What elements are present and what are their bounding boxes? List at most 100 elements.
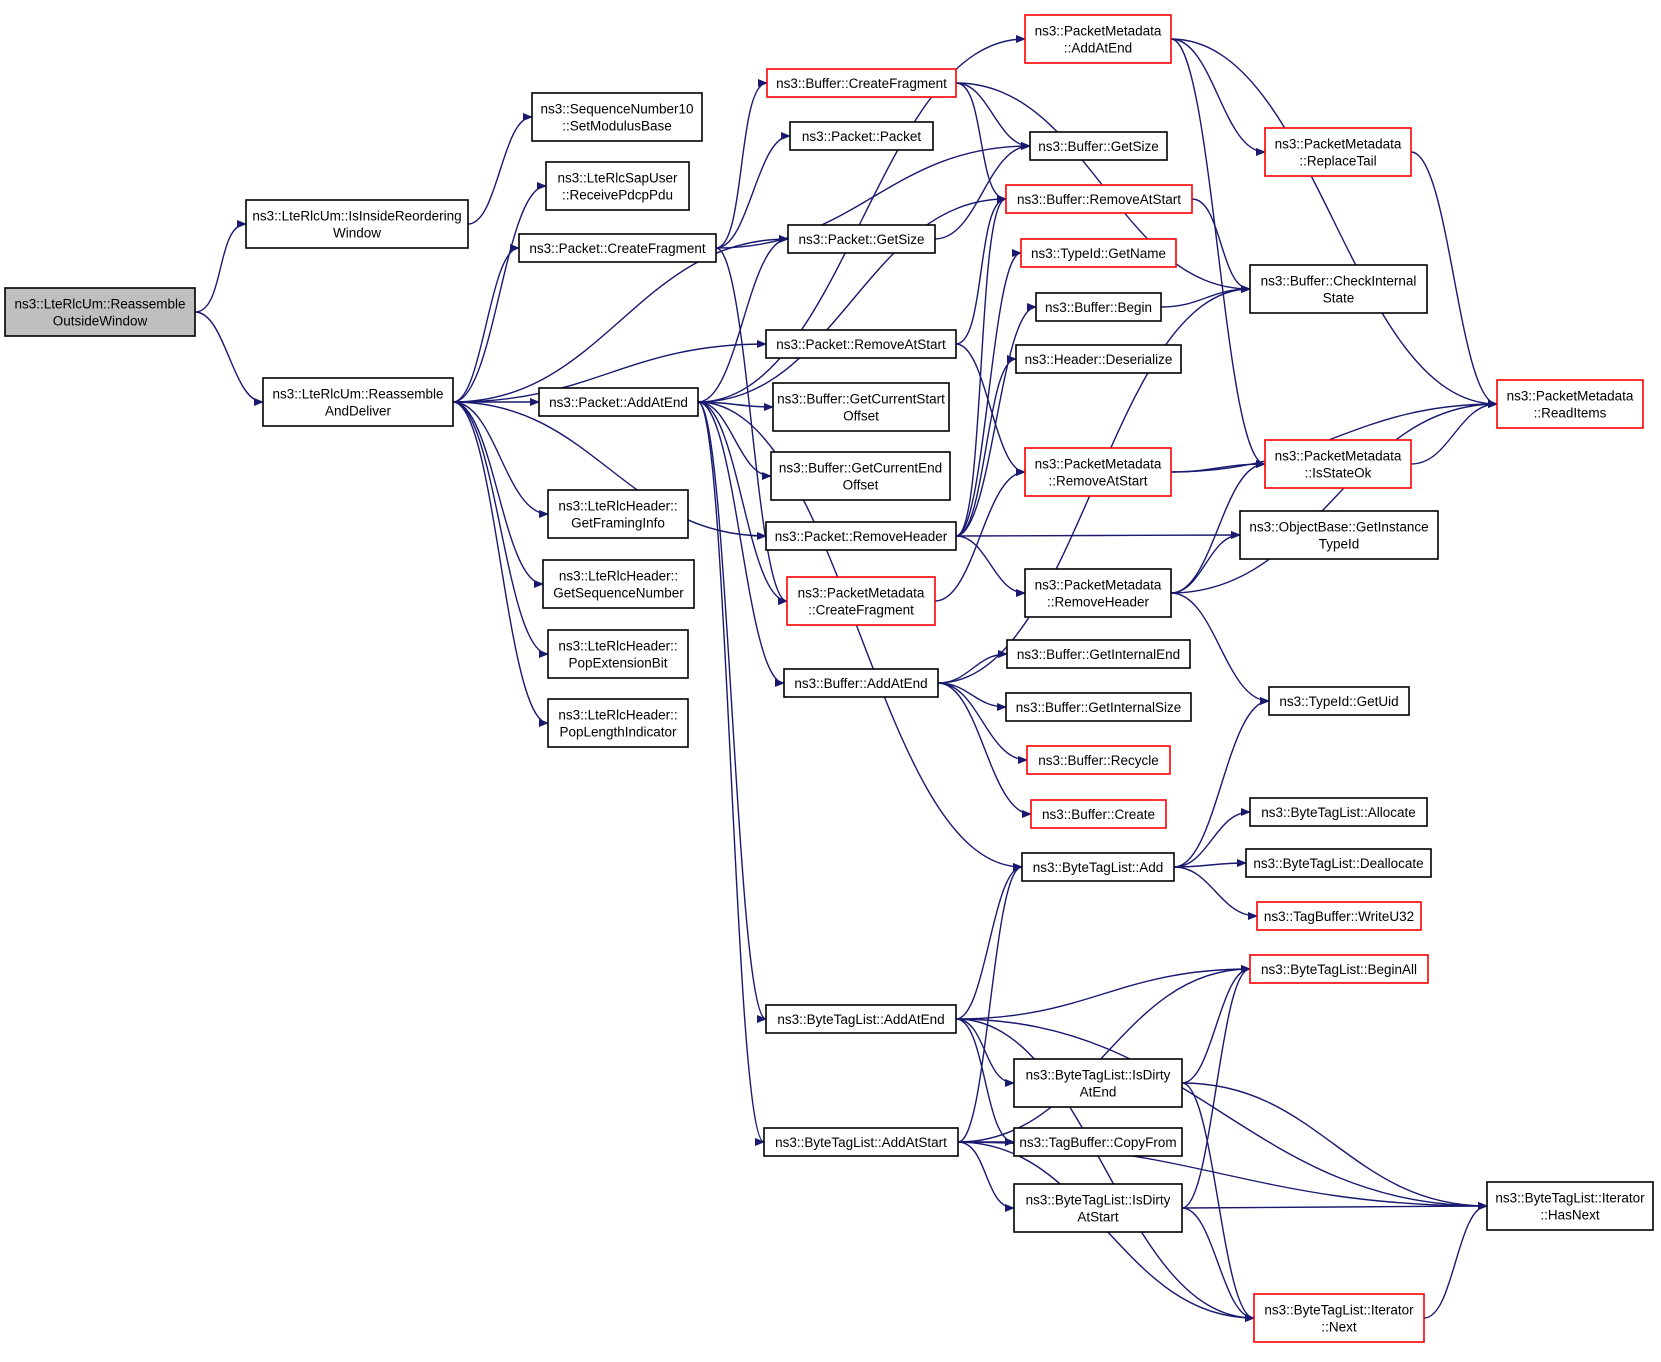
call-edge xyxy=(452,401,549,518)
edge-buf_createfrag-to-buf_removeatstart xyxy=(955,82,1007,203)
node-pkt_packet[interactable]: ns3::Packet::Packet xyxy=(789,121,934,151)
call-edge xyxy=(1410,400,1498,465)
edge-btl_addatstart-to-btl_add xyxy=(957,863,1023,1143)
node-buf_create[interactable]: ns3::Buffer::Create xyxy=(1030,799,1167,829)
node-getseq[interactable]: ns3::LteRlcHeader::GetSequenceNumber xyxy=(542,559,695,609)
call-edge xyxy=(955,355,1017,537)
node-btl_it_next[interactable]: ns3::ByteTagList::Iterator::Next xyxy=(1253,1293,1425,1343)
node-label: GetFramingInfo xyxy=(571,516,665,531)
edge-pkt_addatend-to-btl_add xyxy=(697,401,1023,871)
node-receivepdcp[interactable]: ns3::LteRlcSapUser::ReceivePdcpPdu xyxy=(545,161,690,211)
node-buf_getinternalsize[interactable]: ns3::Buffer::GetInternalSize xyxy=(1005,692,1192,722)
node-label: ns3::LteRlcHeader:: xyxy=(558,499,677,514)
node-pm_isstateok[interactable]: ns3::PacketMetadata::IsStateOk xyxy=(1264,439,1412,489)
node-buf_getsize[interactable]: ns3::Buffer::GetSize xyxy=(1029,131,1168,161)
node-btl_deallocate[interactable]: ns3::ByteTagList::Deallocate xyxy=(1245,848,1432,878)
edge-pm_removeheader-to-typeid_getuid xyxy=(1170,592,1270,705)
call-edge xyxy=(697,401,785,687)
edge-btl_isdirtystart-to-btl_it_next xyxy=(1181,1207,1255,1322)
edge-isinside-to-setmod xyxy=(467,113,533,225)
edge-btl_addatend-to-btl_it_next xyxy=(955,1018,1255,1322)
edge-pm_createfrag-to-pm_removeatstart xyxy=(934,468,1026,602)
node-tb_copyfrom[interactable]: ns3::TagBuffer::CopyFrom xyxy=(1013,1127,1183,1157)
node-box xyxy=(1264,127,1412,177)
node-poplen[interactable]: ns3::LteRlcHeader::PopLengthIndicator xyxy=(547,698,689,748)
call-edge xyxy=(937,650,1008,684)
node-pkt_addatend[interactable]: ns3::Packet::AddAtEnd xyxy=(538,387,699,417)
call-edge xyxy=(1170,38,1498,408)
call-edge xyxy=(1170,460,1266,473)
node-label: ns3::ByteTagList::Deallocate xyxy=(1253,856,1423,871)
node-btl_add[interactable]: ns3::ByteTagList::Add xyxy=(1021,852,1175,882)
node-typeid_getuid[interactable]: ns3::TypeId::GetUid xyxy=(1268,686,1410,716)
node-pkt_createfrag[interactable]: ns3::Packet::CreateFragment xyxy=(518,233,717,263)
node-buf_getinternalend[interactable]: ns3::Buffer::GetInternalEnd xyxy=(1006,639,1191,669)
node-buf_createfrag[interactable]: ns3::Buffer::CreateFragment xyxy=(766,68,957,98)
node-pm_readitems[interactable]: ns3::PacketMetadata::ReadItems xyxy=(1496,379,1644,429)
call-edge xyxy=(1181,965,1251,1209)
node-pm_replacetail[interactable]: ns3::PacketMetadata::ReplaceTail xyxy=(1264,127,1412,177)
call-edge xyxy=(955,1018,1255,1322)
call-edge xyxy=(1170,400,1498,594)
node-box xyxy=(1020,238,1177,268)
node-btl_it_hasnext[interactable]: ns3::ByteTagList::Iterator::HasNext xyxy=(1486,1181,1654,1231)
call-edge xyxy=(955,1018,1015,1087)
edge-buf_addatend-to-buf_create xyxy=(937,682,1032,818)
node-typeid_getname[interactable]: ns3::TypeId::GetName xyxy=(1020,238,1177,268)
node-getframing[interactable]: ns3::LteRlcHeader::GetFramingInfo xyxy=(547,489,689,539)
node-pm_addatend[interactable]: ns3::PacketMetadata::AddAtEnd xyxy=(1024,14,1172,64)
call-edge xyxy=(955,863,1023,1020)
node-pkt_getsize[interactable]: ns3::Packet::GetSize xyxy=(787,224,936,254)
node-label: ns3::ByteTagList::Iterator xyxy=(1495,1191,1645,1206)
node-buf_recycle[interactable]: ns3::Buffer::Recycle xyxy=(1026,745,1171,775)
edge-pm_addatend-to-pm_replacetail xyxy=(1170,38,1266,156)
edge-pkt_addatend-to-pm_createfrag xyxy=(697,401,788,605)
node-popext[interactable]: ns3::LteRlcHeader::PopExtensionBit xyxy=(547,629,689,679)
node-pm_removeheader[interactable]: ns3::PacketMetadata::RemoveHeader xyxy=(1024,568,1172,618)
node-buf_begin[interactable]: ns3::Buffer::Begin xyxy=(1035,292,1162,322)
node-label: ns3::Header::Deserialize xyxy=(1025,352,1173,367)
edge-pkt_addatend-to-btl_addatstart xyxy=(697,401,765,1146)
node-box xyxy=(531,92,703,142)
node-btl_addatend[interactable]: ns3::ByteTagList::AddAtEnd xyxy=(765,1004,957,1034)
edge-pm_removeheader-to-pm_readitems xyxy=(1170,400,1498,594)
edge-root-to-isinside xyxy=(194,220,247,313)
edge-reassemble-to-pkt_createfrag xyxy=(452,244,520,403)
node-pkt_removeatstart[interactable]: ns3::Packet::RemoveAtStart xyxy=(765,329,957,359)
call-edge xyxy=(452,401,544,588)
node-box xyxy=(1249,954,1429,984)
node-pkt_removeheader[interactable]: ns3::Packet::RemoveHeader xyxy=(765,521,957,551)
node-box xyxy=(1245,848,1432,878)
node-label: ns3::LteRlcUm::Reassemble xyxy=(272,387,443,402)
node-pm_removeatstart[interactable]: ns3::PacketMetadata::RemoveAtStart xyxy=(1024,447,1172,497)
node-setmod[interactable]: ns3::SequenceNumber10::SetModulusBase xyxy=(531,92,703,142)
node-btl_allocate[interactable]: ns3::ByteTagList::Allocate xyxy=(1249,797,1428,827)
node-btl_beginall[interactable]: ns3::ByteTagList::BeginAll xyxy=(1249,954,1429,984)
node-buf_addatend[interactable]: ns3::Buffer::AddAtEnd xyxy=(783,668,939,698)
edge-btl_addatend-to-btl_add xyxy=(955,863,1023,1020)
edge-reassemble-to-pkt_removeheader xyxy=(452,401,767,540)
node-buf_removeatstart[interactable]: ns3::Buffer::RemoveAtStart xyxy=(1005,184,1193,214)
node-label: ns3::Buffer::Begin xyxy=(1045,300,1152,315)
edge-pkt_getsize-to-buf_getsize xyxy=(934,142,1031,240)
edge-btl_isdirtyend-to-btl_it_next xyxy=(1181,1082,1255,1322)
call-edge xyxy=(715,247,788,605)
edge-buf_removeatstart-to-buf_checkinternal xyxy=(1191,198,1251,293)
node-hdr_deserialize[interactable]: ns3::Header::Deserialize xyxy=(1015,344,1182,374)
node-pm_createfrag[interactable]: ns3::PacketMetadata::CreateFragment xyxy=(786,576,936,626)
node-box xyxy=(763,1127,959,1157)
call-edge xyxy=(452,244,520,403)
node-tb_writeu32[interactable]: ns3::TagBuffer::WriteU32 xyxy=(1256,901,1422,931)
edge-pm_isstateok-to-pm_readitems xyxy=(1410,400,1498,465)
node-btl_addatstart[interactable]: ns3::ByteTagList::AddAtStart xyxy=(763,1127,959,1157)
